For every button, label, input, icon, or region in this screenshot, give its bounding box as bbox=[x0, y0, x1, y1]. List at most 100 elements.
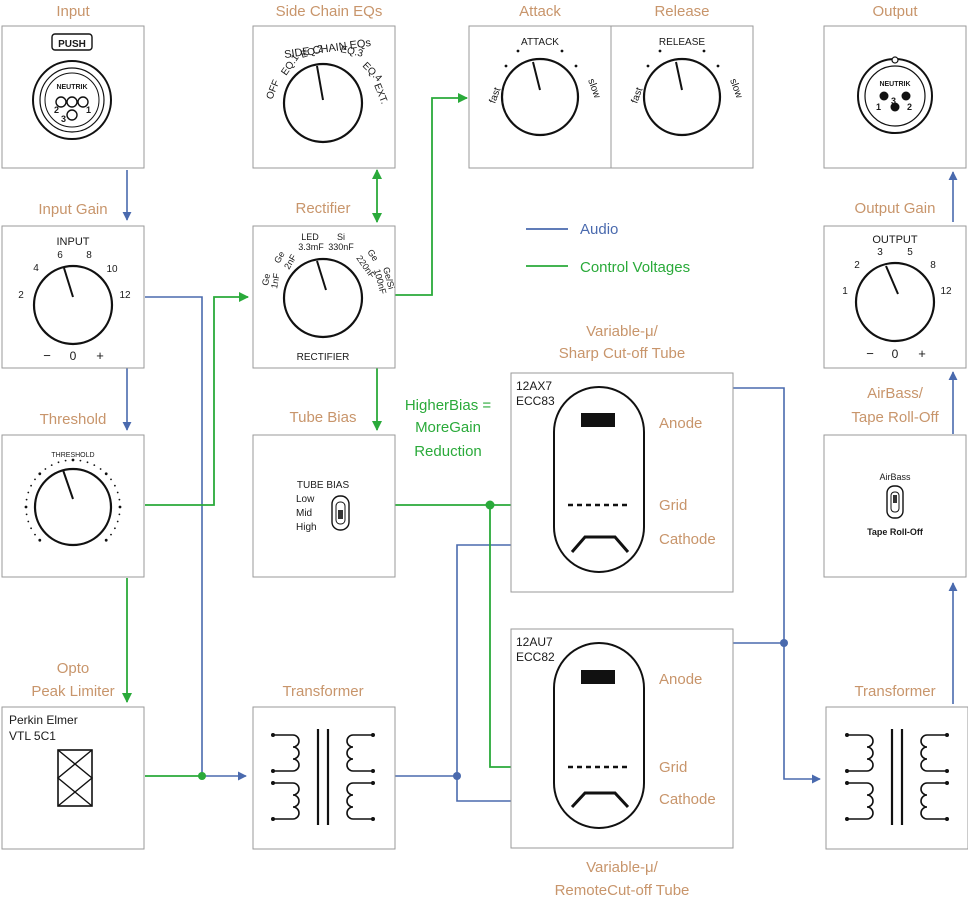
attack-knob[interactable] bbox=[500, 57, 580, 137]
threshold-tick bbox=[57, 461, 60, 464]
side-chain-label: EQ.3 bbox=[339, 44, 364, 60]
output-gain-heading: OUTPUT bbox=[872, 234, 918, 246]
output-zero-label: 0 bbox=[892, 347, 899, 361]
threshold-module: THRESHOLD bbox=[1, 434, 145, 578]
input-scale-label: 8 bbox=[86, 250, 92, 261]
threshold-tick bbox=[25, 513, 28, 516]
input-minus-label: − bbox=[43, 348, 51, 363]
tube-bias-heading: TUBE BIAS bbox=[297, 480, 350, 491]
threshold-tick bbox=[110, 478, 112, 481]
anode-label: Anode bbox=[659, 671, 702, 688]
transformer-2-box bbox=[825, 706, 968, 850]
output-minus-label: − bbox=[866, 346, 874, 361]
opto-model-line-1: Perkin Elmer bbox=[9, 713, 78, 727]
title-transformer-2: Transformer bbox=[854, 683, 935, 700]
threshold-tick bbox=[104, 472, 108, 476]
tube-1-model: 12AX7 bbox=[516, 379, 552, 393]
knob-pointer bbox=[532, 61, 541, 91]
threshold-tick bbox=[30, 484, 32, 487]
title-output: Output bbox=[872, 3, 918, 20]
wire-threshold-to-rectifier bbox=[145, 292, 249, 506]
output-module: NEUTRIK 1 3 2 bbox=[823, 25, 967, 169]
output-scale-label: 12 bbox=[940, 286, 952, 297]
cathode-element bbox=[570, 535, 630, 553]
knob-pointer bbox=[63, 267, 74, 298]
tube-1-model-alt: ECC83 bbox=[516, 394, 555, 408]
input-plus-label: + bbox=[96, 348, 104, 363]
tube-bias-module: TUBE BIAS Low Mid High bbox=[252, 434, 396, 578]
bias-note-line-1: HigherBias = bbox=[405, 397, 492, 414]
threshold-tick bbox=[27, 520, 30, 523]
input-module: PUSH NEUTRIK 2 1 3 bbox=[1, 25, 145, 169]
title-transformer-1: Transformer bbox=[282, 683, 363, 700]
title-release: Release bbox=[654, 3, 709, 20]
title-tube2-2: RemoteCut-off Tube bbox=[555, 882, 690, 899]
rectifier-label: Ge bbox=[260, 273, 272, 287]
output-gain-knob[interactable] bbox=[854, 261, 936, 343]
legend-control-label: Control Voltages bbox=[580, 259, 690, 276]
airbass-top-label: AirBass bbox=[879, 472, 911, 482]
title-tube1-1: Variable-μ/ bbox=[586, 323, 659, 340]
tube-2-model: 12AU7 bbox=[516, 635, 553, 649]
attack-module: ATTACK fast slow bbox=[468, 25, 612, 169]
threshold-tick bbox=[116, 491, 119, 494]
threshold-tick bbox=[64, 459, 67, 462]
anode-plate bbox=[581, 670, 615, 684]
title-side-chain: Side Chain EQs bbox=[276, 3, 383, 20]
title-rectifier: Rectifier bbox=[295, 200, 350, 217]
tube-1-module: 12AX7 ECC83 Anode Grid Cathode bbox=[510, 372, 734, 593]
rectifier-label: 1nF bbox=[269, 272, 282, 290]
optocoupler-symbol bbox=[57, 749, 93, 807]
threshold-tick bbox=[118, 513, 121, 516]
output-scale-label: 1 bbox=[842, 286, 848, 297]
output-scale-label: 3 bbox=[877, 247, 883, 258]
tube-1-envelope bbox=[553, 386, 645, 573]
threshold-tick bbox=[116, 520, 119, 523]
threshold-tick bbox=[118, 505, 122, 509]
xlr-pin-label: 2 bbox=[54, 105, 59, 115]
release-knob[interactable] bbox=[642, 57, 722, 137]
rectifier-label: Si bbox=[337, 232, 345, 242]
threshold-tick bbox=[34, 533, 36, 536]
tube-2-model-alt: ECC82 bbox=[516, 650, 555, 664]
output-plus-label: + bbox=[918, 346, 926, 361]
threshold-tick bbox=[114, 484, 116, 487]
threshold-tick bbox=[114, 527, 116, 530]
output-scale-label: 5 bbox=[907, 247, 913, 258]
tube-2-envelope bbox=[553, 642, 645, 829]
input-zero-label: 0 bbox=[70, 349, 77, 363]
title-tube1-2: Sharp Cut-off Tube bbox=[559, 345, 685, 362]
attack-heading: ATTACK bbox=[521, 37, 559, 48]
threshold-tick bbox=[93, 464, 96, 466]
title-tube-bias: Tube Bias bbox=[290, 409, 357, 426]
release-fast-label: fast bbox=[629, 86, 645, 105]
knob-pointer bbox=[316, 260, 327, 291]
neutrik-logo: NEUTRIK bbox=[879, 81, 910, 88]
rectifier-heading: RECTIFIER bbox=[297, 352, 350, 363]
rectifier-label: 330nF bbox=[328, 242, 354, 252]
anode-label: Anode bbox=[659, 415, 702, 432]
transformer-1-box bbox=[252, 706, 396, 850]
title-tube2-1: Variable-μ/ bbox=[586, 859, 659, 876]
threshold-tick bbox=[34, 478, 36, 481]
input-gain-module: INPUT 2 4 6 8 10 12 − 0 + bbox=[1, 225, 145, 369]
threshold-tick bbox=[118, 498, 121, 501]
xlr-pin-label: 1 bbox=[876, 102, 881, 112]
wire-transformer-to-cathode1 bbox=[394, 540, 550, 777]
knob-pointer bbox=[675, 61, 683, 91]
threshold-tick bbox=[38, 472, 42, 476]
neutrik-logo: NEUTRIK bbox=[56, 84, 87, 91]
airbass-bottom-label: Tape Roll-Off bbox=[867, 527, 924, 537]
threshold-tick bbox=[110, 533, 112, 536]
threshold-knob[interactable] bbox=[33, 467, 113, 547]
input-gain-knob[interactable] bbox=[32, 264, 114, 346]
threshold-tick bbox=[30, 527, 32, 530]
title-input: Input bbox=[56, 3, 90, 20]
output-scale-label: 2 bbox=[854, 260, 860, 271]
xlr-pin-label: 3 bbox=[891, 96, 896, 106]
threshold-tick bbox=[99, 468, 102, 470]
title-input-gain: Input Gain bbox=[38, 201, 107, 218]
side-chain-knob[interactable] bbox=[282, 62, 364, 144]
rectifier-knob[interactable] bbox=[282, 257, 364, 339]
